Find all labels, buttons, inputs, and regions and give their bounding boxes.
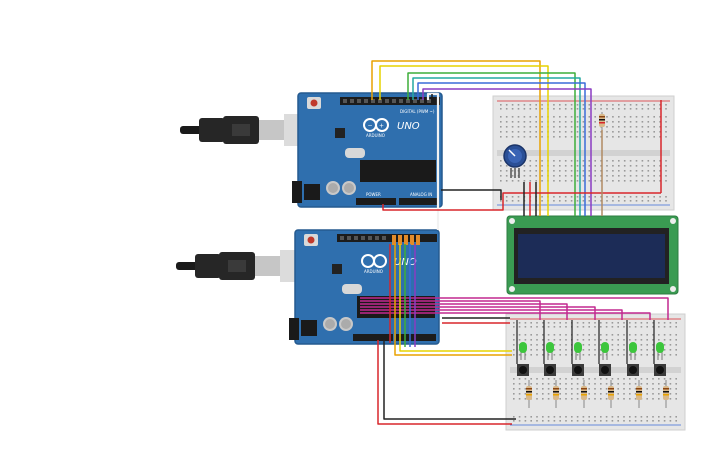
uno-logo: UNO: [397, 121, 420, 132]
brand-text: ARDUINO: [364, 269, 383, 274]
resistor-icon: [599, 112, 605, 130]
reset-button[interactable]: [307, 236, 315, 244]
usb-cable-icon: [180, 126, 202, 134]
resistor-icon: [581, 380, 587, 408]
pushbutton-icon[interactable]: [599, 364, 611, 376]
lcd-16x2[interactable]: [506, 215, 679, 295]
usb-cable-icon: [176, 262, 198, 270]
led-icon: [601, 342, 609, 360]
led-icon: [656, 342, 664, 360]
svg-text:−: −: [368, 123, 373, 130]
resistor-icon: [608, 380, 614, 408]
reset-button[interactable]: [310, 99, 318, 107]
resistor-icon: [553, 380, 559, 408]
led-icon: [574, 342, 582, 360]
arduino-logo: − +: [363, 118, 389, 132]
svg-text:+: +: [379, 123, 384, 130]
breadboard-holes: [500, 104, 667, 202]
resistor-icon: [526, 380, 532, 408]
led-icon: [519, 342, 527, 360]
pushbutton-icon[interactable]: [654, 364, 666, 376]
pushbutton-icon[interactable]: [544, 364, 556, 376]
resistor-icon: [663, 380, 669, 408]
arduino-uno-top[interactable]: DIGITAL (PWM ~) − + UNO ARDUINO POWER AN…: [292, 92, 443, 208]
led-icon: [629, 342, 637, 360]
led-button-array: [516, 320, 669, 408]
analog-label: ANALOG IN: [410, 192, 432, 197]
pushbutton-icon[interactable]: [627, 364, 639, 376]
arduino-uno-bottom[interactable]: UNO ARDUINO: [289, 229, 440, 345]
pushbutton-icon[interactable]: [517, 364, 529, 376]
digital-label: DIGITAL (PWM ~): [400, 109, 435, 114]
brand-text: ARDUINO: [366, 133, 385, 138]
power-label: POWER: [366, 192, 381, 197]
led-icon: [546, 342, 554, 360]
lcd-screen: [518, 234, 665, 278]
arduino-logo: [361, 254, 387, 268]
pushbutton-icon[interactable]: [572, 364, 584, 376]
potentiometer-icon[interactable]: [503, 144, 527, 178]
resistor-icon: [636, 380, 642, 408]
wires: [360, 60, 669, 425]
